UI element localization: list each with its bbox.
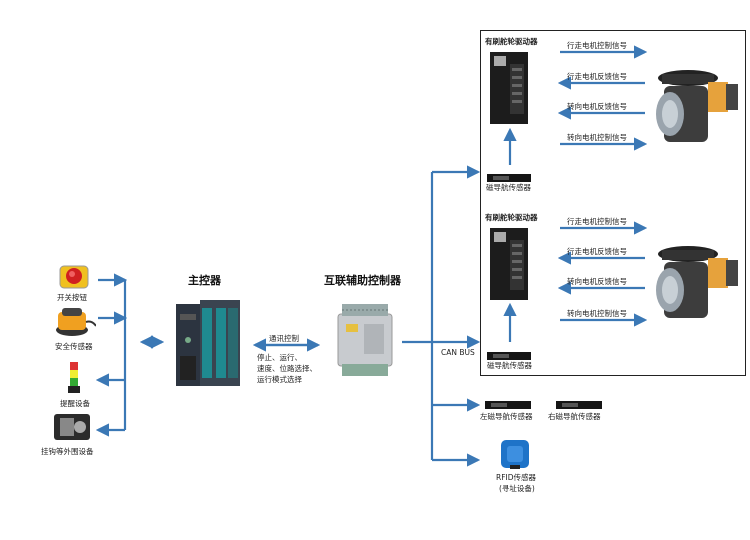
plc-module-icon <box>176 300 242 388</box>
signal-2-0: 行走电机控制信号 <box>567 217 627 226</box>
brush-driver-2-icon <box>488 226 530 302</box>
hook-label: 挂钩等外围设备 <box>41 447 94 456</box>
command-text: 停止、运行、 速度、位路选择、 运行模式选择 <box>257 353 317 384</box>
signal-1-2: 转向电机反馈信号 <box>567 102 627 111</box>
mag-sensor-1-label: 磁导航传感器 <box>486 183 531 192</box>
driver-1-title: 有刷舵轮驱动器 <box>485 37 538 46</box>
left-mag-sensor-icon <box>485 395 531 409</box>
alarm-label: 提醒设备 <box>60 399 90 408</box>
master-title: 主控器 <box>188 274 221 287</box>
mag-sensor-1-icon <box>487 168 531 182</box>
signal-2-1: 行走电机反馈信号 <box>567 247 627 256</box>
rfid-sensor-icon <box>498 437 532 471</box>
right-mag-sensor-icon <box>556 395 602 409</box>
safety-label: 安全传感器 <box>55 342 93 351</box>
emergency-switch-icon <box>56 262 92 290</box>
switch-label: 开关按钮 <box>57 293 87 302</box>
steering-wheel-motor-1-icon <box>648 64 740 150</box>
left-mag-label: 左磁导航传感器 <box>480 412 533 421</box>
driver-2-title: 有刷舵轮驱动器 <box>485 213 538 222</box>
signal-1-0: 行走电机控制信号 <box>567 41 627 50</box>
hook-device-icon <box>52 412 92 442</box>
rfid-sub-label: (寻址设备) <box>499 484 535 493</box>
safety-sensor-icon <box>52 304 97 338</box>
signal-2-3: 转向电机控制信号 <box>567 309 627 318</box>
signal-1-3: 转向电机控制信号 <box>567 133 627 142</box>
signal-2-2: 转向电机反馈信号 <box>567 277 627 286</box>
aux-controller-icon <box>334 300 396 380</box>
mag-sensor-2-icon <box>487 346 531 360</box>
drive-units-frame <box>480 30 746 376</box>
comm-label: 通讯控制 <box>269 334 299 343</box>
can-bus-label: CAN BUS <box>441 348 475 357</box>
mag-sensor-2-label: 磁导航传感器 <box>487 361 532 370</box>
aux-title: 互联辅助控制器 <box>324 274 401 287</box>
rfid-label: RFID传感器 <box>496 473 537 482</box>
brush-driver-1-icon <box>488 50 530 126</box>
signal-1-1: 行走电机反馈信号 <box>567 72 627 81</box>
steering-wheel-motor-2-icon <box>648 240 740 326</box>
alarm-light-icon <box>64 360 84 394</box>
right-mag-label: 右磁导航传感器 <box>548 412 601 421</box>
